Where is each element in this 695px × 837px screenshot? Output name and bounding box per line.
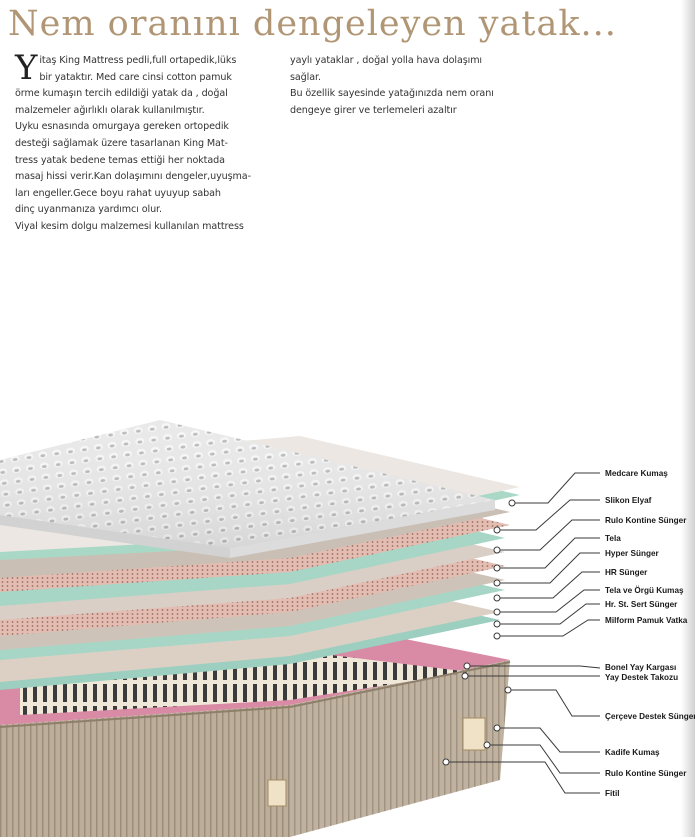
article-line: yaylı yataklar , doğal yolla hava dolaşı… <box>290 55 482 66</box>
article-line: dinç uyanmanıza yardımcı olur. <box>15 204 162 216</box>
callout-lines <box>446 472 601 794</box>
layer-labels: Medcare Kumaş Slikon Elyaf Rulo Kontine … <box>605 469 695 798</box>
article-right-column: yaylı yataklar , doğal yolla hava dolaşı… <box>290 53 540 119</box>
article-line: tress yatak bedene temas ettiği her nokt… <box>15 154 225 166</box>
velvet-side-right <box>290 660 510 837</box>
article-line: örme kumaşın tercih edildiği yatak da , … <box>15 88 228 100</box>
article-line: Uyku esnasında omurgaya gereken ortopedi… <box>15 121 229 133</box>
layer-label: Medcare Kumaş <box>605 469 668 478</box>
article-line: ları engeller.Gece boyu rahat uyuyup sab… <box>15 187 221 199</box>
article-line: desteği sağlamak üzere tasarlanan King M… <box>15 137 228 149</box>
article-line: malzemeler ağırlıklı olarak kullanılmışt… <box>15 104 205 116</box>
layer-label: Rulo Kontine Sünger <box>605 516 687 525</box>
label-tag <box>462 717 486 751</box>
layer-label: Tela ve Örgü Kumaş <box>605 585 684 595</box>
page-gutter-shadow <box>681 0 695 837</box>
layer-label: Rulo Kontine Sünger <box>605 769 687 778</box>
article-line: Viyal kesim dolgu malzemesi kullanılan m… <box>15 220 244 232</box>
layer-label: HR Sünger <box>605 568 648 577</box>
layer-label: Bonel Yay Kargası <box>605 663 676 672</box>
page-title: Nem oranını dengeleyen yatak... <box>8 4 617 44</box>
article-line: itaş King Mattress pedli,full ortapedik,… <box>39 55 237 66</box>
layer-label: Çerçeve Destek Sünger <box>605 712 695 721</box>
label-tag <box>267 779 287 807</box>
quilted-top <box>0 420 495 558</box>
layer-label: Hyper Sünger <box>605 549 660 558</box>
article-line: sağlar. <box>290 71 321 83</box>
article-line: bir yataktır. Med care cinsi cotton pamu… <box>39 71 232 83</box>
layer-label: Hr. St. Sert Sünger <box>605 600 678 609</box>
layer-label: Kadife Kumaş <box>605 748 660 757</box>
layer-label: Milform Pamuk Vatka <box>605 616 688 625</box>
article-line: dengeye girer ve terlemeleri azaltır <box>290 104 457 116</box>
drop-cap: Y <box>15 48 38 88</box>
article-line: Bu özellik sayesinde yatağınızda nem ora… <box>290 88 494 100</box>
layer-label: Slikon Elyaf <box>605 496 652 505</box>
spring-unit <box>20 650 470 715</box>
layer-label: Yay Destek Takozu <box>605 673 678 682</box>
velvet-side-front <box>0 705 290 837</box>
layer-label: Tela <box>605 534 621 543</box>
layer-label: Fitil <box>605 789 620 798</box>
callout-markers <box>442 499 516 766</box>
article-left-column: Y itaş King Mattress pedli,full ortapedi… <box>15 48 277 236</box>
article-line: masaj hissi verir.Kan dolaşımını dengele… <box>15 171 251 183</box>
